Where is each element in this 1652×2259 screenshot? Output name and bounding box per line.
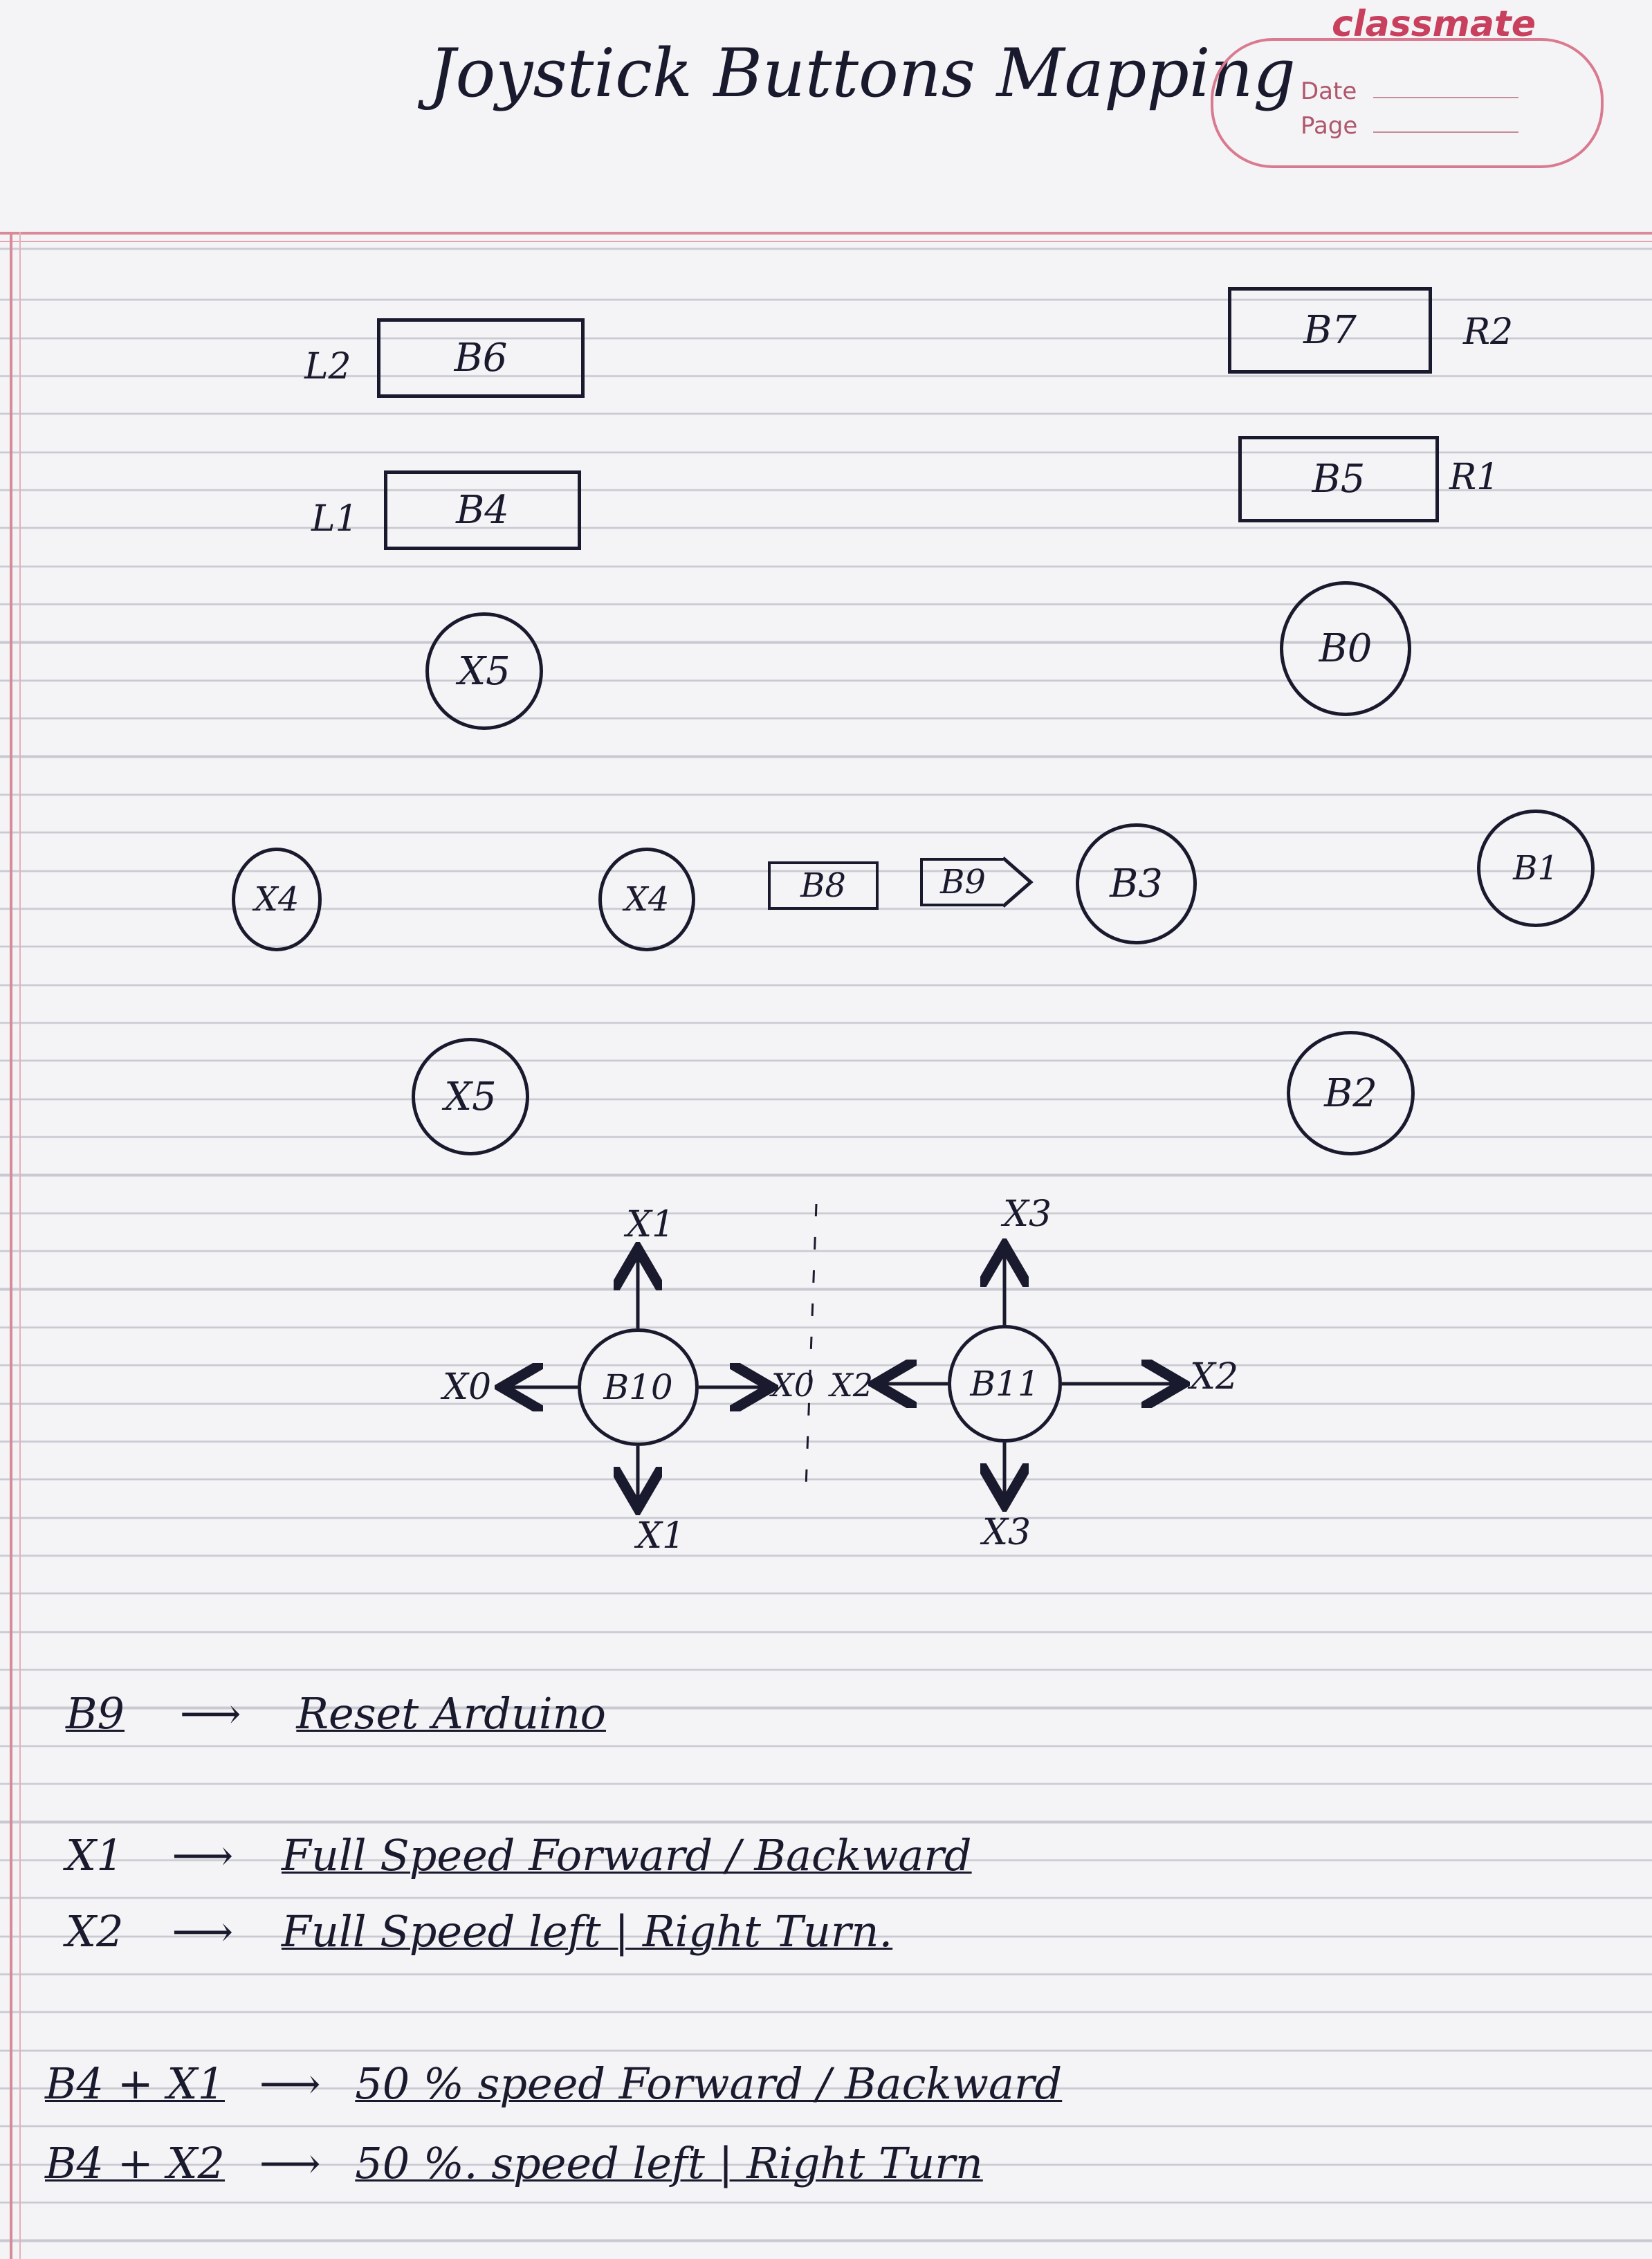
right-stick-left-label: X2 (830, 1366, 874, 1404)
left-stick-left-label: X0 (443, 1366, 492, 1408)
r2-label: R2 (1463, 311, 1514, 353)
legend-row: B9 ⟶ Reset Arduino (66, 1688, 606, 1739)
face-top-label: B0 (1319, 626, 1373, 671)
legend-arrow: ⟶ (172, 1830, 234, 1881)
l1-label: L1 (311, 498, 358, 540)
face-bottom: B2 (1287, 1031, 1415, 1155)
dpad-right: X4 (598, 848, 695, 951)
b4-label: B4 (456, 488, 509, 533)
b9-button: B9 (920, 858, 1003, 906)
right-stick-up-label: X3 (1003, 1193, 1052, 1235)
left-stick-up-label: X1 (626, 1204, 675, 1245)
b4-button: B4 (384, 470, 581, 550)
left-margin-line-secondary (19, 232, 21, 2259)
dpad-right-label: X4 (624, 880, 670, 919)
right-stick-down-label: X3 (982, 1512, 1031, 1553)
legend-arrow: ⟶ (259, 2138, 321, 2188)
legend-row: X1 ⟶ Full Speed Forward / Backward (66, 1830, 972, 1881)
top-margin-line (0, 232, 1652, 235)
date-label: Date (1301, 77, 1357, 105)
legend-desc: Full Speed left | Right Turn. (281, 1906, 893, 1957)
legend-key: X2 (66, 1906, 124, 1957)
legend-row: X2 ⟶ Full Speed left | Right Turn. (66, 1906, 892, 1957)
dpad-left-label: X4 (254, 880, 300, 919)
page-title: Joystick Buttons Mapping (429, 35, 1296, 112)
legend-key: B4 + X2 (45, 2138, 225, 2188)
legend-desc: Full Speed Forward / Backward (281, 1830, 972, 1881)
dpad-bottom: X5 (412, 1038, 529, 1155)
b5-button: B5 (1238, 436, 1439, 522)
legend-key: X1 (66, 1830, 124, 1881)
dpad-left: X4 (232, 848, 322, 951)
b6-button: B6 (377, 318, 585, 398)
r1-label: R1 (1449, 457, 1500, 498)
legend-arrow: ⟶ (179, 1688, 241, 1739)
dpad-top-label: X5 (458, 648, 511, 694)
face-top: B0 (1280, 581, 1411, 716)
page-label: Page (1301, 112, 1358, 140)
b8-label: B8 (800, 866, 846, 905)
face-left: B3 (1076, 823, 1197, 944)
face-right: B1 (1477, 810, 1595, 927)
legend-key: B4 + X1 (45, 2058, 225, 2109)
b9-label: B9 (940, 863, 986, 902)
page-line (1373, 131, 1518, 133)
legend-arrow: ⟶ (259, 2058, 321, 2109)
legend-desc: Reset Arduino (296, 1688, 606, 1739)
date-line (1373, 97, 1518, 98)
right-stick: B11 (948, 1325, 1062, 1443)
left-stick-down-label: X1 (636, 1515, 686, 1557)
stick-divider (805, 1203, 818, 1488)
left-stick-right-label: X0 (771, 1366, 815, 1404)
left-margin-line (10, 232, 12, 2259)
legend-desc: 50 % speed Forward / Backward (355, 2058, 1063, 2109)
b7-label: B7 (1303, 308, 1357, 353)
dpad-bottom-label: X5 (444, 1074, 497, 1119)
face-left-label: B3 (1110, 861, 1163, 906)
face-right-label: B1 (1513, 849, 1559, 888)
brand-logo: classmate (1332, 3, 1536, 45)
classmate-badge (1211, 38, 1604, 168)
face-bottom-label: B2 (1324, 1070, 1377, 1116)
legend-key: B9 (66, 1688, 125, 1739)
b5-label: B5 (1312, 457, 1366, 502)
left-stick: B10 (578, 1328, 699, 1446)
right-stick-right-label: X2 (1190, 1356, 1239, 1398)
left-stick-label: B10 (603, 1367, 673, 1407)
b6-label: B6 (454, 336, 508, 381)
b9-arrow-tip (1002, 857, 1034, 908)
legend-desc: 50 %. speed left | Right Turn (355, 2138, 983, 2188)
top-margin-line-secondary (0, 241, 1652, 242)
legend-row: B4 + X2 ⟶ 50 %. speed left | Right Turn (45, 2138, 983, 2188)
right-stick-label: B11 (970, 1364, 1040, 1404)
b8-button: B8 (768, 861, 879, 910)
dpad-top: X5 (425, 612, 543, 730)
legend-row: B4 + X1 ⟶ 50 % speed Forward / Backward (45, 2058, 1062, 2109)
b7-button: B7 (1228, 287, 1432, 374)
legend-arrow: ⟶ (172, 1906, 234, 1957)
l2-label: L2 (304, 346, 351, 387)
